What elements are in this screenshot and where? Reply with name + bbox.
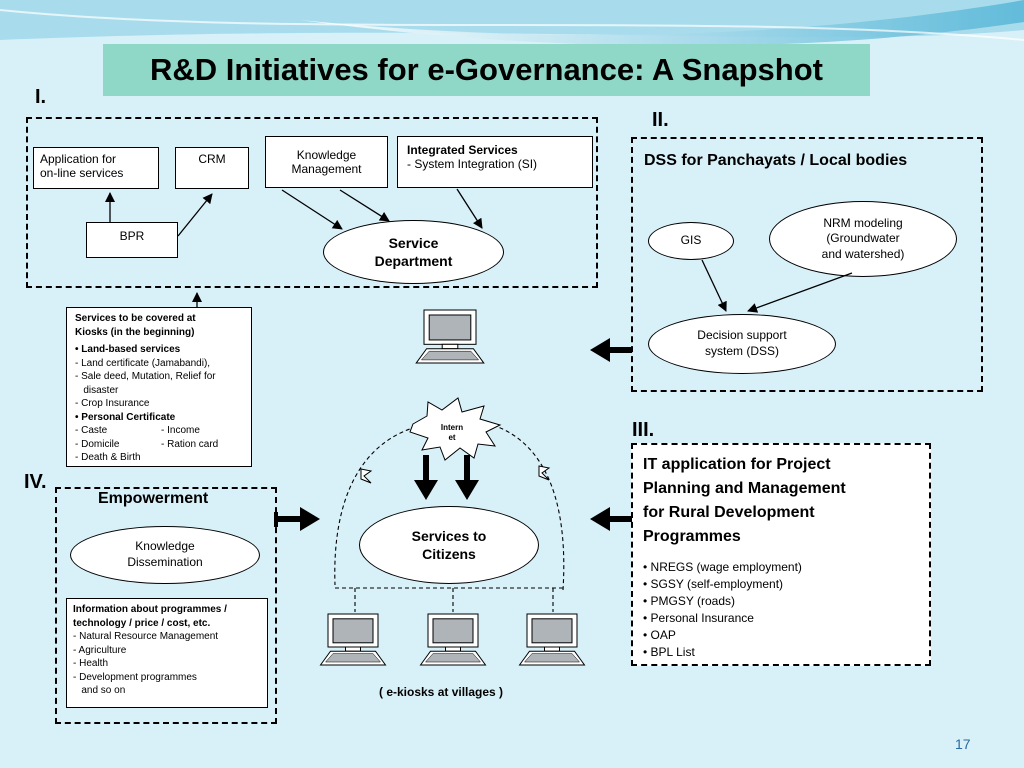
it-application-title: IT application for Project Planning and …	[643, 456, 846, 545]
internet-label: Intern et	[440, 423, 464, 442]
land-based-item: - Sale deed, Mutation, Relief for	[75, 371, 216, 382]
km-to-service-arrow-1	[281, 189, 343, 230]
computer-center-icon	[415, 309, 485, 364]
signal-left-icon	[360, 468, 373, 484]
computer-kiosk-left-icon	[319, 613, 387, 666]
computer-kiosk-middle-icon	[419, 613, 487, 666]
section-4-label: IV.	[24, 471, 47, 493]
online-services-box: Application for on-line services	[33, 147, 159, 189]
section-4-frame	[55, 487, 277, 724]
programme-item: • NREGS (wage employment)	[643, 560, 802, 574]
internet-burst-icon	[409, 397, 502, 461]
personal-certificate-item: - Ration card	[161, 438, 219, 450]
information-item: - Agriculture	[73, 644, 127, 656]
integrated-services-box: Integrated Services - System Integration…	[397, 136, 593, 188]
information-list: - Natural Resource Management - Agricultu…	[73, 630, 261, 698]
arrow-to-empowerment	[274, 507, 320, 531]
section-3-label: III.	[632, 419, 655, 441]
programme-item: • Personal Insurance	[643, 611, 754, 625]
land-based-heading: • Land-based services	[75, 344, 181, 355]
km-to-service-arrow-2	[339, 189, 390, 222]
programme-item: • PMGSY (roads)	[643, 594, 736, 608]
integrated-services-item: - System Integration (SI)	[407, 157, 538, 171]
personal-certificate-item: - Death & Birth	[75, 452, 141, 463]
nrm-to-dss-arrow	[747, 272, 853, 313]
dss-ellipse: Decision support system (DSS)	[648, 314, 836, 374]
knowledge-dissemination-ellipse: Knowledge Dissemination	[70, 526, 260, 584]
personal-certificate-row: - Domicile - Ration card	[75, 438, 243, 452]
programme-list: • NREGS (wage employment) • SGSY (self-em…	[643, 559, 919, 661]
ekiosks-caption: ( e-kiosks at villages )	[379, 685, 504, 699]
integrated-to-service-arrow	[456, 188, 483, 229]
integrated-services-title: Integrated Services	[407, 143, 518, 157]
kiosk-services-box: Services to be covered at Kiosks (in the…	[66, 307, 252, 467]
programme-item: • OAP	[643, 628, 676, 642]
knowledge-management-box: Knowledge Management	[265, 136, 388, 188]
information-item: - Development programmes	[73, 671, 197, 683]
land-based-item: - Land certificate (Jamabandi),	[75, 357, 211, 369]
page-title: R&D Initiatives for e-Governance: A Snap…	[103, 44, 870, 96]
nrm-ellipse: NRM modeling (Groundwater and watershed)	[769, 201, 957, 277]
gis-ellipse: GIS	[648, 222, 734, 260]
section-2-frame	[631, 137, 983, 392]
personal-certificate-list: - Caste- Income- Domicile- Ration card- …	[75, 424, 243, 465]
signal-right-icon	[538, 465, 551, 481]
service-department-ellipse: Service Department	[323, 220, 504, 284]
personal-certificate-item: - Income	[161, 425, 200, 436]
personal-certificate-heading: • Personal Certificate	[75, 411, 176, 423]
page-number: 17	[955, 736, 971, 752]
arrow-from-dss	[590, 338, 632, 362]
network-lines	[334, 424, 565, 612]
information-item: - Natural Resource Management	[73, 631, 219, 642]
information-title: Information about programmes / technolog…	[73, 604, 227, 629]
personal-certificate-item: - Domicile	[75, 438, 120, 450]
section-1-frame	[26, 117, 598, 288]
information-item: - Health	[73, 658, 109, 669]
section-2-label: II.	[652, 109, 669, 131]
land-based-item: disaster	[75, 384, 119, 396]
empowerment-title: Empowerment	[98, 490, 209, 507]
kiosk-services-title: Services to be covered at Kiosks (in the…	[75, 313, 196, 338]
personal-certificate-row: - Death & Birth	[75, 451, 243, 465]
personal-certificate-item: - Caste	[75, 425, 108, 436]
services-to-citizens-ellipse: Services to Citizens	[359, 506, 539, 584]
internet-to-services-arrows	[414, 455, 479, 500]
information-box: Information about programmes / technolog…	[66, 598, 268, 708]
bpr-box: BPR	[86, 222, 178, 258]
personal-certificate-row: - Caste - Income	[75, 424, 243, 438]
bpr-to-crm-arrow	[177, 193, 213, 237]
land-based-item: - Crop Insurance	[75, 398, 150, 409]
section-3-frame: IT application for Project Planning and …	[631, 443, 931, 666]
information-item: and so on	[73, 685, 126, 696]
computer-kiosk-right-icon	[518, 613, 586, 666]
land-based-list: - Land certificate (Jamabandi), - Sale de…	[75, 357, 243, 411]
programme-item: • SGSY (self-employment)	[643, 577, 784, 591]
programme-item: • BPL List	[643, 645, 695, 659]
dss-title: DSS for Panchayats / Local bodies	[644, 152, 908, 169]
gis-to-dss-arrow	[701, 259, 727, 312]
crm-box: CRM	[175, 147, 249, 189]
section-1-label: I.	[35, 86, 47, 108]
arrow-from-it-application	[590, 507, 632, 531]
